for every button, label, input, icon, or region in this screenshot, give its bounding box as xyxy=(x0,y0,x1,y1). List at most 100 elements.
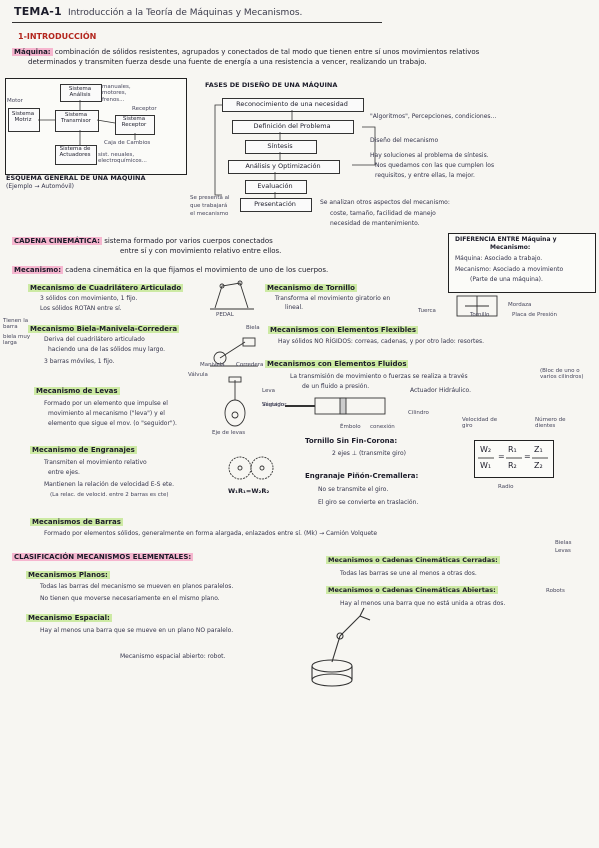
tornillo-figure xyxy=(456,295,498,317)
diferencia-box xyxy=(448,233,596,293)
tornillo-fig-tuerca: Tuerca xyxy=(418,308,436,314)
mecanismo-label: Mecanismo: xyxy=(12,266,64,274)
tornillo-b1: Transforma el movimiento giratorio en xyxy=(275,295,391,302)
section-heading-introduccion: 1-INTRODUCCIÓN xyxy=(18,32,97,41)
planos-b2: No tienen que moverse necesariamente en … xyxy=(40,595,220,602)
fase-text-2: Definición del Problema xyxy=(253,122,331,130)
fase-text-3: Síntesis xyxy=(267,142,293,150)
cerradas-side-1: Bielas xyxy=(555,540,572,546)
sinfin-b1: 2 ejes ⊥ (transmite giro) xyxy=(332,450,406,457)
fluidos-embolo: Émbolo xyxy=(340,424,361,430)
fases-note-soluciones-1: Hay soluciones al problema de síntesis. xyxy=(370,152,489,159)
fluidos-vastago: Vástago xyxy=(262,402,284,408)
engranajes-figure xyxy=(228,456,274,480)
sinfin-radio-label: Radio xyxy=(498,484,514,490)
motor-label: Motor xyxy=(7,98,23,104)
fase-box-3 xyxy=(245,140,317,154)
levas-b1: Formado por un elemento que impulse el xyxy=(44,400,168,407)
fases-note-soluciones-2: Nos quedamos con las que cumplen los xyxy=(375,162,495,169)
fluidos-actuador: Actuador Hidráulico. xyxy=(410,387,472,394)
levas-b3: elemento que sigue el mov. (o "seguidor"… xyxy=(48,420,177,427)
abiertas-title: Mecanismos o Cadenas Cinemáticas Abierta… xyxy=(326,586,498,594)
fase-box-2 xyxy=(232,120,354,134)
engranajes-b2: entre ejes. xyxy=(48,469,80,476)
maquina-definition: Máquina: combinación de sólidos resisten… xyxy=(12,48,479,56)
biela-figure xyxy=(210,337,258,367)
engranajes-title: Mecanismo de Engranajes xyxy=(30,446,137,454)
pinon-b2: El giro se convierte en traslación. xyxy=(318,499,419,506)
cadena-def-2: entre sí y con movimiento relativo entre… xyxy=(120,247,282,255)
mecanismo-definition: Mecanismo: cadena cinemática en la que f… xyxy=(12,266,328,274)
robot-arm-figure xyxy=(311,607,371,687)
biela-b2: haciendo una de las sólidos muy largo. xyxy=(48,346,166,353)
ratio-formula-box xyxy=(474,440,554,478)
formula-r1: R₁ xyxy=(508,445,517,454)
title-underline xyxy=(12,22,382,23)
fluidos-cilindro: Cilindro xyxy=(408,410,429,416)
espacial-title: Mecanismo Espacial: xyxy=(26,614,112,622)
sinfin-dientes-label: Número de dientes xyxy=(535,417,566,430)
receptor-label: Receptor xyxy=(132,106,157,112)
fluidos-b2: de un fluido a presión. xyxy=(302,383,370,390)
pinon-b1: No se transmite el giro. xyxy=(318,486,389,493)
fases-aspect-1: coste, tamaño, facilidad de manejo xyxy=(330,210,436,217)
flexibles-title: Mecanismos con Elementos Flexibles xyxy=(268,326,419,334)
tornillo-fig-placa: Placa de Presión xyxy=(512,312,557,318)
planos-title: Mecanismos Planos: xyxy=(26,571,110,579)
sistema-transmision-box xyxy=(55,110,99,132)
levas-fig-valvula: Válvula xyxy=(188,372,208,378)
biela-fig-corredera: Corredera xyxy=(236,362,264,368)
biela-side-note-1: Tienen la barra xyxy=(3,318,29,331)
pedal-label: PEDAL xyxy=(216,312,234,318)
actuador-note: sist. neuales, electroquímicos... xyxy=(98,152,147,165)
cuadrilatero-b1: 3 sólidos con movimiento, 1 fijo. xyxy=(40,295,138,302)
levas-figure xyxy=(224,376,246,427)
pinon-title: Engranaje Piñón-Cremallera: xyxy=(305,472,419,480)
planos-b1: Todas las barras del mecanismo se mueven… xyxy=(40,583,234,590)
fase-box-6 xyxy=(240,198,312,212)
fases-note-left-1: Se presenta al xyxy=(190,195,230,201)
biela-fig-label: Biela xyxy=(246,325,260,331)
maquina-def-line2: determinados y transmiten fuerza desde u… xyxy=(28,58,427,66)
fase-box-4 xyxy=(228,160,340,174)
sistema-transmision-text: Sistema Transmisor xyxy=(61,112,91,124)
sistema-receptor-text: Sistema Receptor xyxy=(121,116,147,128)
levas-title: Mecanismo de Levas xyxy=(34,387,120,395)
page-title: TEMA-1 xyxy=(14,5,62,18)
biela-fig-manivela: Manivela xyxy=(200,362,225,368)
diferencia-line-1: Máquina: Asociado a trabajo. xyxy=(455,255,543,262)
maquina-label: Máquina: xyxy=(12,48,53,56)
maquina-def-line1: combinación de sólidos resistentes, agru… xyxy=(54,48,480,56)
biela-side-note-2: biela muy larga xyxy=(3,334,31,347)
sistema-analisis-text: Sistema Análisis xyxy=(68,86,92,98)
fluidos-b1: La transmisión de movimiento o fuerzas s… xyxy=(290,373,468,380)
fases-arrows xyxy=(214,104,376,198)
formula-z2: Z₂ xyxy=(534,461,543,470)
mecanismo-def: cadena cinemática en la que fijamos el m… xyxy=(65,266,329,274)
diferencia-title-2: Mecanismo: xyxy=(490,244,531,251)
engranajes-b3: Mantienen la relación de velocidad E-S e… xyxy=(44,481,175,488)
fluidos-conexion: conexión xyxy=(370,424,395,430)
barras-def: Formado por elementos sólidos, generalme… xyxy=(44,530,378,537)
levas-fig-seguidor: Seguidor xyxy=(262,402,287,408)
sistema-motriz-text: Sistema Motriz xyxy=(11,111,35,123)
pedal-figure xyxy=(210,280,254,310)
formula-fraction-lines xyxy=(478,457,548,459)
fase-text-6: Presentación xyxy=(254,200,296,208)
block-diagram-arrows xyxy=(38,100,136,145)
caja-cambios-label: Caja de Cambios xyxy=(104,140,151,146)
cerradas-b1: Todas las barras se une al menos a otras… xyxy=(340,570,477,577)
hidraulico-figure xyxy=(285,397,386,415)
cuadrilatero-title: Mecanismo de Cuadrilátero Articulado xyxy=(28,284,184,292)
tornillo-b2: lineal. xyxy=(285,304,304,311)
levas-b2: movimiento al mecanismo ("leva") y el xyxy=(48,410,165,417)
sistema-actuador-box xyxy=(55,145,97,165)
engranajes-b4: (La relac. de velocid. entre 2 barras es… xyxy=(50,492,169,498)
page-subtitle: Introducción a la Teoría de Máquinas y M… xyxy=(68,8,303,18)
cuadrilatero-b2: Los sólidos ROTAN entre sí. xyxy=(40,305,122,312)
fase-text-4: Análisis y Optimización xyxy=(245,162,321,170)
sinfin-title: Tornillo Sin Fin-Corona: xyxy=(305,437,398,445)
formula-r2: R₂ xyxy=(508,461,517,470)
fases-note-left-3: el mecanismo xyxy=(190,211,229,217)
fases-note-aspectos: Se analizan otros aspectos del mecanismo… xyxy=(320,199,450,206)
